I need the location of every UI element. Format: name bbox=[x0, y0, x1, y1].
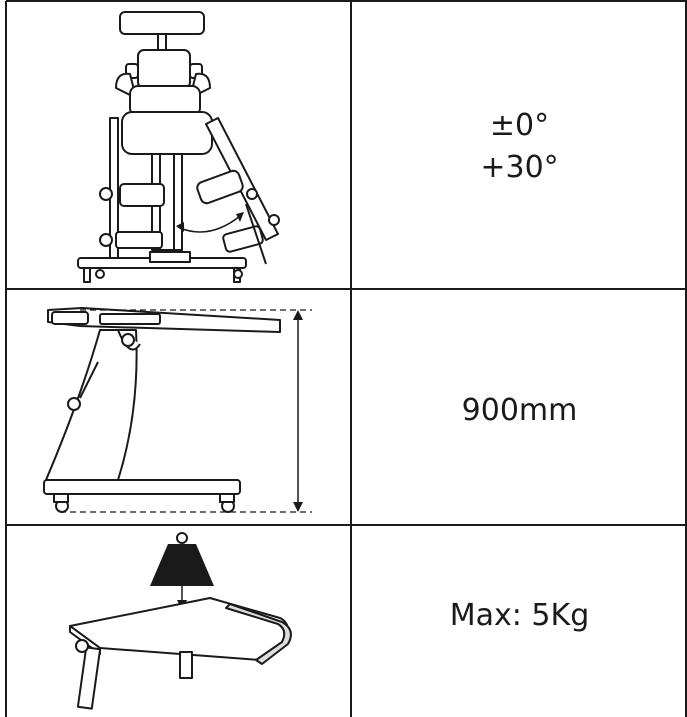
tilt-angle-min: ±0° bbox=[489, 108, 550, 143]
tilt-angle-max: +30° bbox=[480, 150, 559, 185]
tray-load-illustration bbox=[69, 532, 292, 710]
tilt-angle-value: ±0° +30° bbox=[352, 105, 687, 189]
stander-height-illustration bbox=[43, 307, 312, 513]
stander-tilt-illustration bbox=[77, 11, 280, 283]
height-value: 900mm bbox=[461, 393, 578, 428]
tray-load-value: Max: 5Kg bbox=[449, 598, 590, 633]
